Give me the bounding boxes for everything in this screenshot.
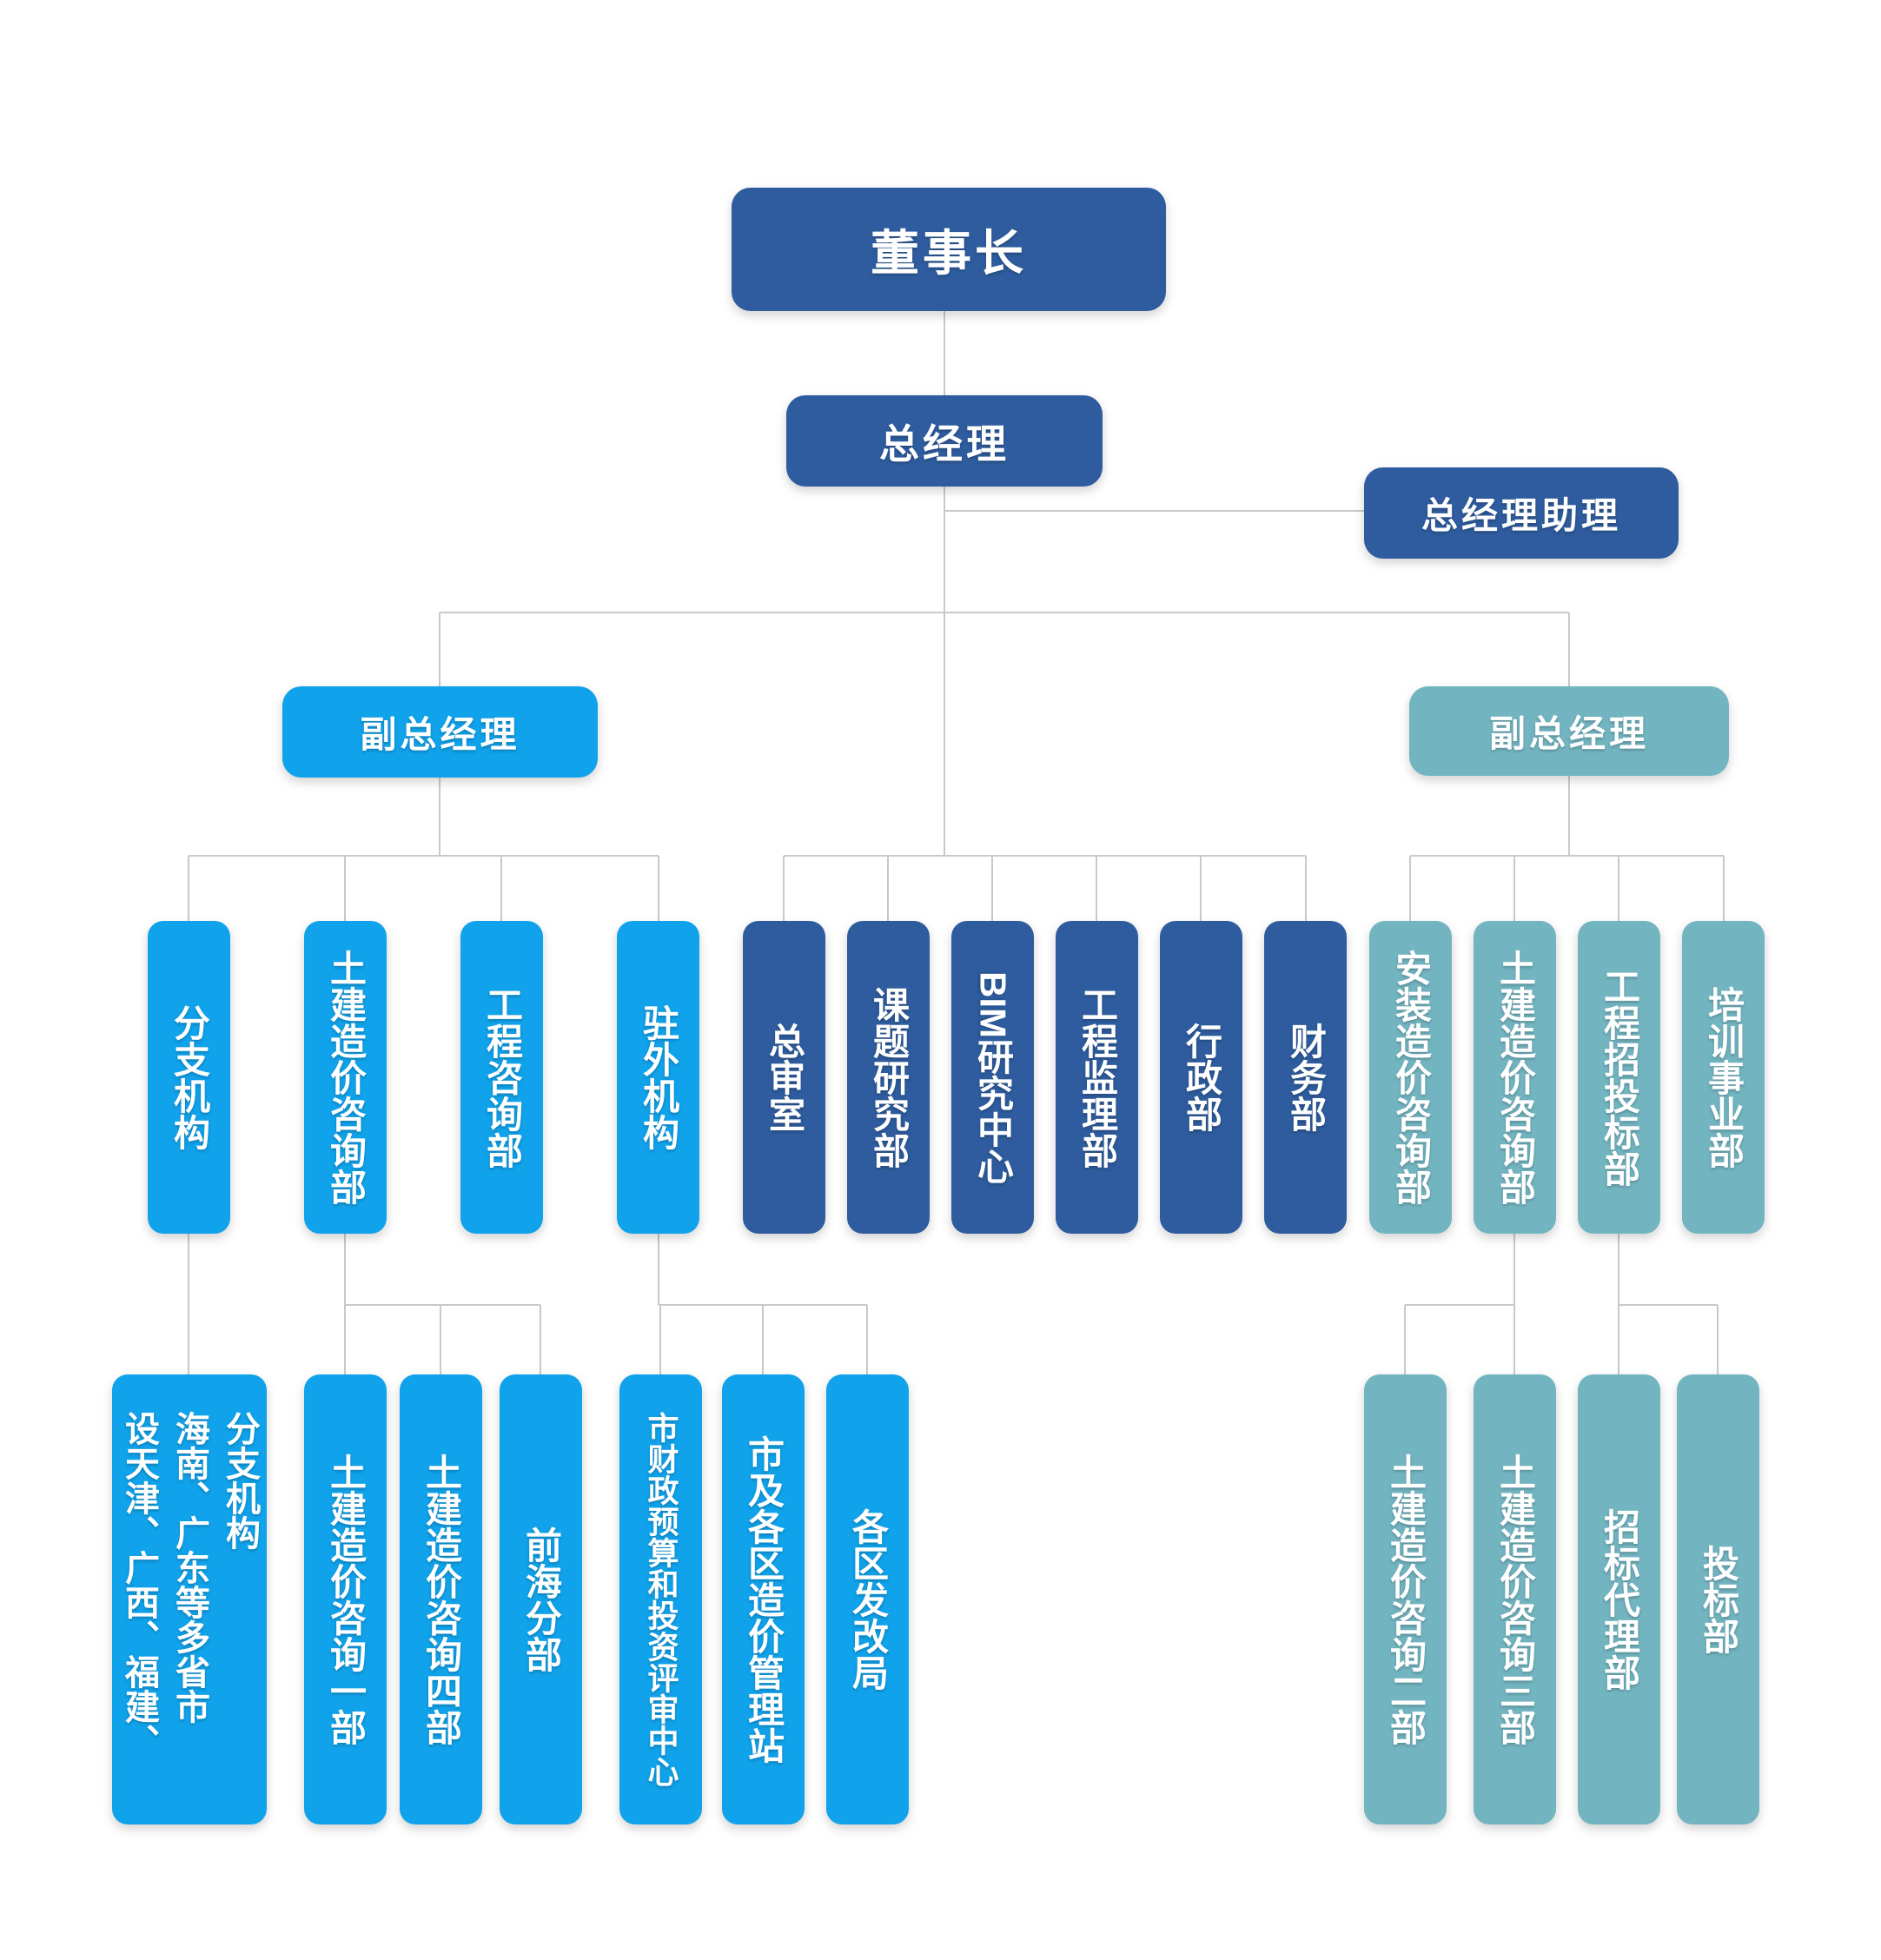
- node-label: 董事长: [871, 225, 1027, 281]
- node-vice-gm-right: 副总经理: [1409, 686, 1729, 776]
- node-branches-detail: 设天津、广西、福建、 海南、广东等多省市 分支机构: [112, 1374, 267, 1824]
- node-label: 前海分部: [520, 1526, 562, 1672]
- node-training-division: 培训事业部: [1682, 921, 1765, 1234]
- node-finance-dept: 财务部: [1264, 921, 1347, 1234]
- node-label: 土建造价咨询部: [325, 950, 367, 1205]
- node-chief-audit-office: 总审室: [743, 921, 825, 1234]
- node-label: 财务部: [1285, 1023, 1327, 1132]
- node-label: 课题研究部: [868, 986, 910, 1169]
- node-label: 工程咨询部: [481, 986, 523, 1169]
- node-label: BIM研究中心: [972, 970, 1014, 1184]
- node-label: 土建造价咨询二部: [1385, 1453, 1427, 1745]
- node-civil-cost-consulting-1: 土建造价咨询一部: [304, 1374, 387, 1824]
- node-general-manager: 总经理: [786, 395, 1103, 487]
- node-label: 安装造价咨询部: [1390, 950, 1432, 1205]
- node-bid-agency-dept: 招标代理部: [1578, 1374, 1660, 1824]
- node-civil-cost-consulting-2: 土建造价咨询二部: [1364, 1374, 1447, 1824]
- node-gm-assistant: 总经理助理: [1364, 467, 1679, 559]
- node-chairman: 董事长: [732, 188, 1166, 311]
- node-civil-cost-consulting-4: 土建造价咨询四部: [400, 1374, 482, 1824]
- node-label: 土建造价咨询部: [1494, 950, 1536, 1205]
- node-civil-cost-consulting-3: 土建造价咨询三部: [1474, 1374, 1556, 1824]
- node-label: 总经理: [879, 420, 1010, 467]
- node-label: 副总经理: [1488, 713, 1649, 754]
- node-bidding-dept: 工程招投标部: [1578, 921, 1660, 1234]
- node-qianhai-branch: 前海分部: [500, 1374, 582, 1824]
- node-label: 设天津、广西、福建、 海南、广东等多省市 分支机构: [120, 1411, 259, 1758]
- node-tender-dept: 投标部: [1677, 1374, 1759, 1824]
- node-engineering-consulting-dept: 工程咨询部: [460, 921, 543, 1234]
- node-label: 总经理助理: [1421, 495, 1621, 536]
- node-cost-management-stations: 市及各区造价管理站: [722, 1374, 805, 1824]
- node-project-supervision-dept: 工程监理部: [1056, 921, 1138, 1234]
- node-development-reform-bureaus: 各区发改局: [826, 1374, 909, 1824]
- node-budget-review-center: 市财政预算和投资评审中心: [619, 1374, 702, 1824]
- node-installation-cost-consulting-dept: 安装造价咨询部: [1369, 921, 1452, 1234]
- node-label: 各区发改局: [847, 1508, 889, 1691]
- node-admin-dept: 行政部: [1160, 921, 1242, 1234]
- node-label: 驻外机构: [638, 1004, 679, 1150]
- node-label: 市及各区造价管理站: [743, 1435, 785, 1764]
- node-vice-gm-left: 副总经理: [282, 686, 598, 778]
- node-label: 土建造价咨询一部: [325, 1453, 367, 1745]
- node-overseas-offices: 驻外机构: [617, 921, 699, 1234]
- node-label: 副总经理: [360, 714, 520, 755]
- node-label: 工程招投标部: [1599, 968, 1640, 1187]
- node-label: 总审室: [764, 1023, 805, 1132]
- node-civil-cost-consulting-dept-right: 土建造价咨询部: [1474, 921, 1556, 1234]
- node-label: 投标部: [1698, 1545, 1739, 1654]
- node-civil-cost-consulting-dept: 土建造价咨询部: [304, 921, 387, 1234]
- node-label: 培训事业部: [1703, 986, 1745, 1169]
- node-label: 土建造价咨询三部: [1494, 1453, 1536, 1745]
- node-label: 土建造价咨询四部: [421, 1453, 462, 1745]
- node-label: 工程监理部: [1076, 986, 1118, 1169]
- node-bim-research-center: BIM研究中心: [951, 921, 1034, 1234]
- node-branch-org: 分支机构: [148, 921, 230, 1234]
- node-label: 市财政预算和投资评审中心: [643, 1412, 679, 1787]
- node-research-topics-dept: 课题研究部: [847, 921, 930, 1234]
- node-label: 招标代理部: [1599, 1508, 1640, 1691]
- node-label: 行政部: [1181, 1023, 1222, 1132]
- node-label: 分支机构: [169, 1004, 210, 1150]
